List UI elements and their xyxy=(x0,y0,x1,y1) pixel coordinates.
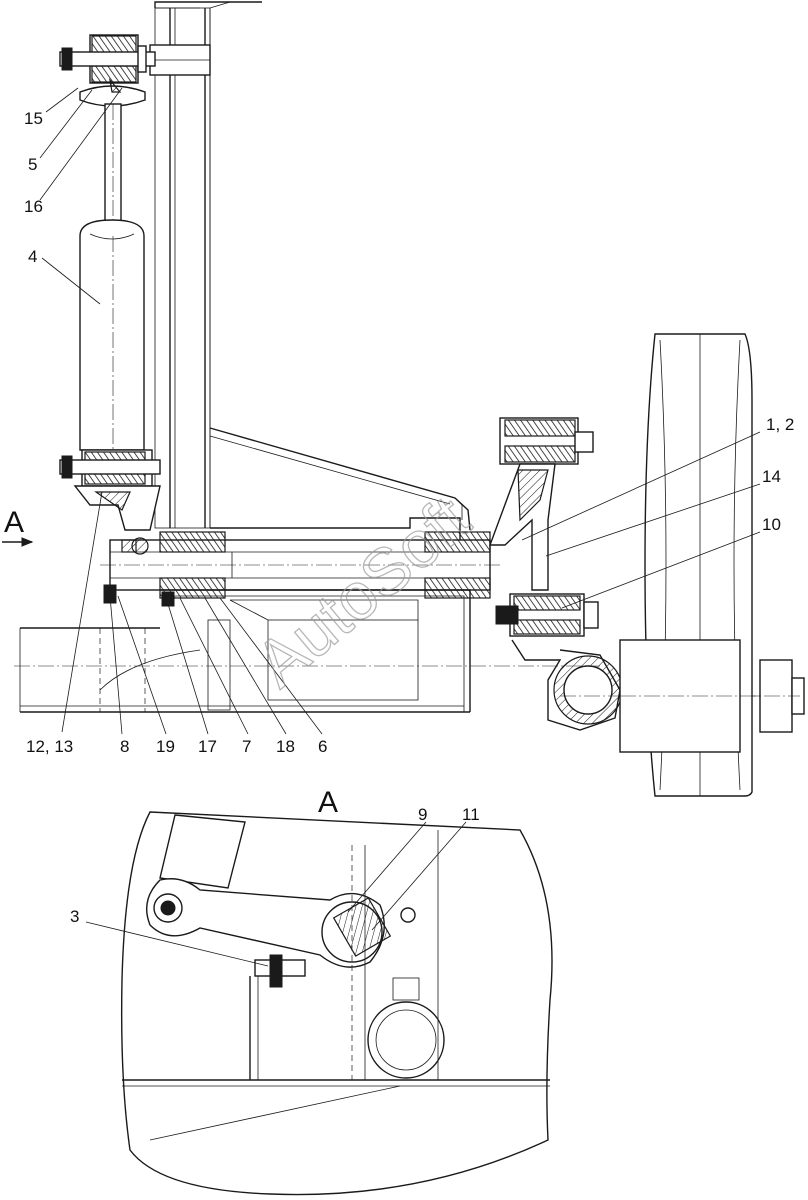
callout-9: 9 xyxy=(418,805,427,824)
wheel xyxy=(619,333,805,797)
upper-shock-mount xyxy=(149,44,211,76)
shock-upper-eye xyxy=(59,34,156,84)
section-a-outline xyxy=(120,811,553,1196)
callout-18: 18 xyxy=(276,737,295,756)
callout-15: 15 xyxy=(24,109,43,128)
lever-arm xyxy=(488,417,599,637)
callout-5: 5 xyxy=(28,155,37,174)
frame-housing xyxy=(14,517,600,713)
leader-lines xyxy=(39,87,761,967)
callout-11: 11 xyxy=(462,805,480,824)
body-gusset xyxy=(209,427,471,531)
callout-19: 19 xyxy=(156,737,175,756)
callout-17: 17 xyxy=(198,737,217,756)
section-a-parts xyxy=(122,814,550,1141)
view-direction-arrow xyxy=(2,537,34,547)
callout-10: 10 xyxy=(762,515,781,534)
view-a-marker: A xyxy=(4,506,24,539)
shock-lower-eye xyxy=(59,449,161,531)
callout-4: 4 xyxy=(28,247,37,266)
callout-16: 16 xyxy=(24,197,43,216)
section-a-title: A xyxy=(318,786,338,819)
callout-12-13: 12, 13 xyxy=(26,737,73,756)
callout-14: 14 xyxy=(762,467,781,486)
axle-tube xyxy=(511,639,800,731)
callout-7: 7 xyxy=(242,737,251,756)
callout-6: 6 xyxy=(318,737,327,756)
shock-absorber-body xyxy=(79,219,145,451)
callout-1-2: 1, 2 xyxy=(766,415,794,434)
callout-3: 3 xyxy=(70,907,79,926)
torsion-tube xyxy=(100,531,500,607)
frame-post xyxy=(154,1,262,529)
callout-8: 8 xyxy=(120,737,129,756)
